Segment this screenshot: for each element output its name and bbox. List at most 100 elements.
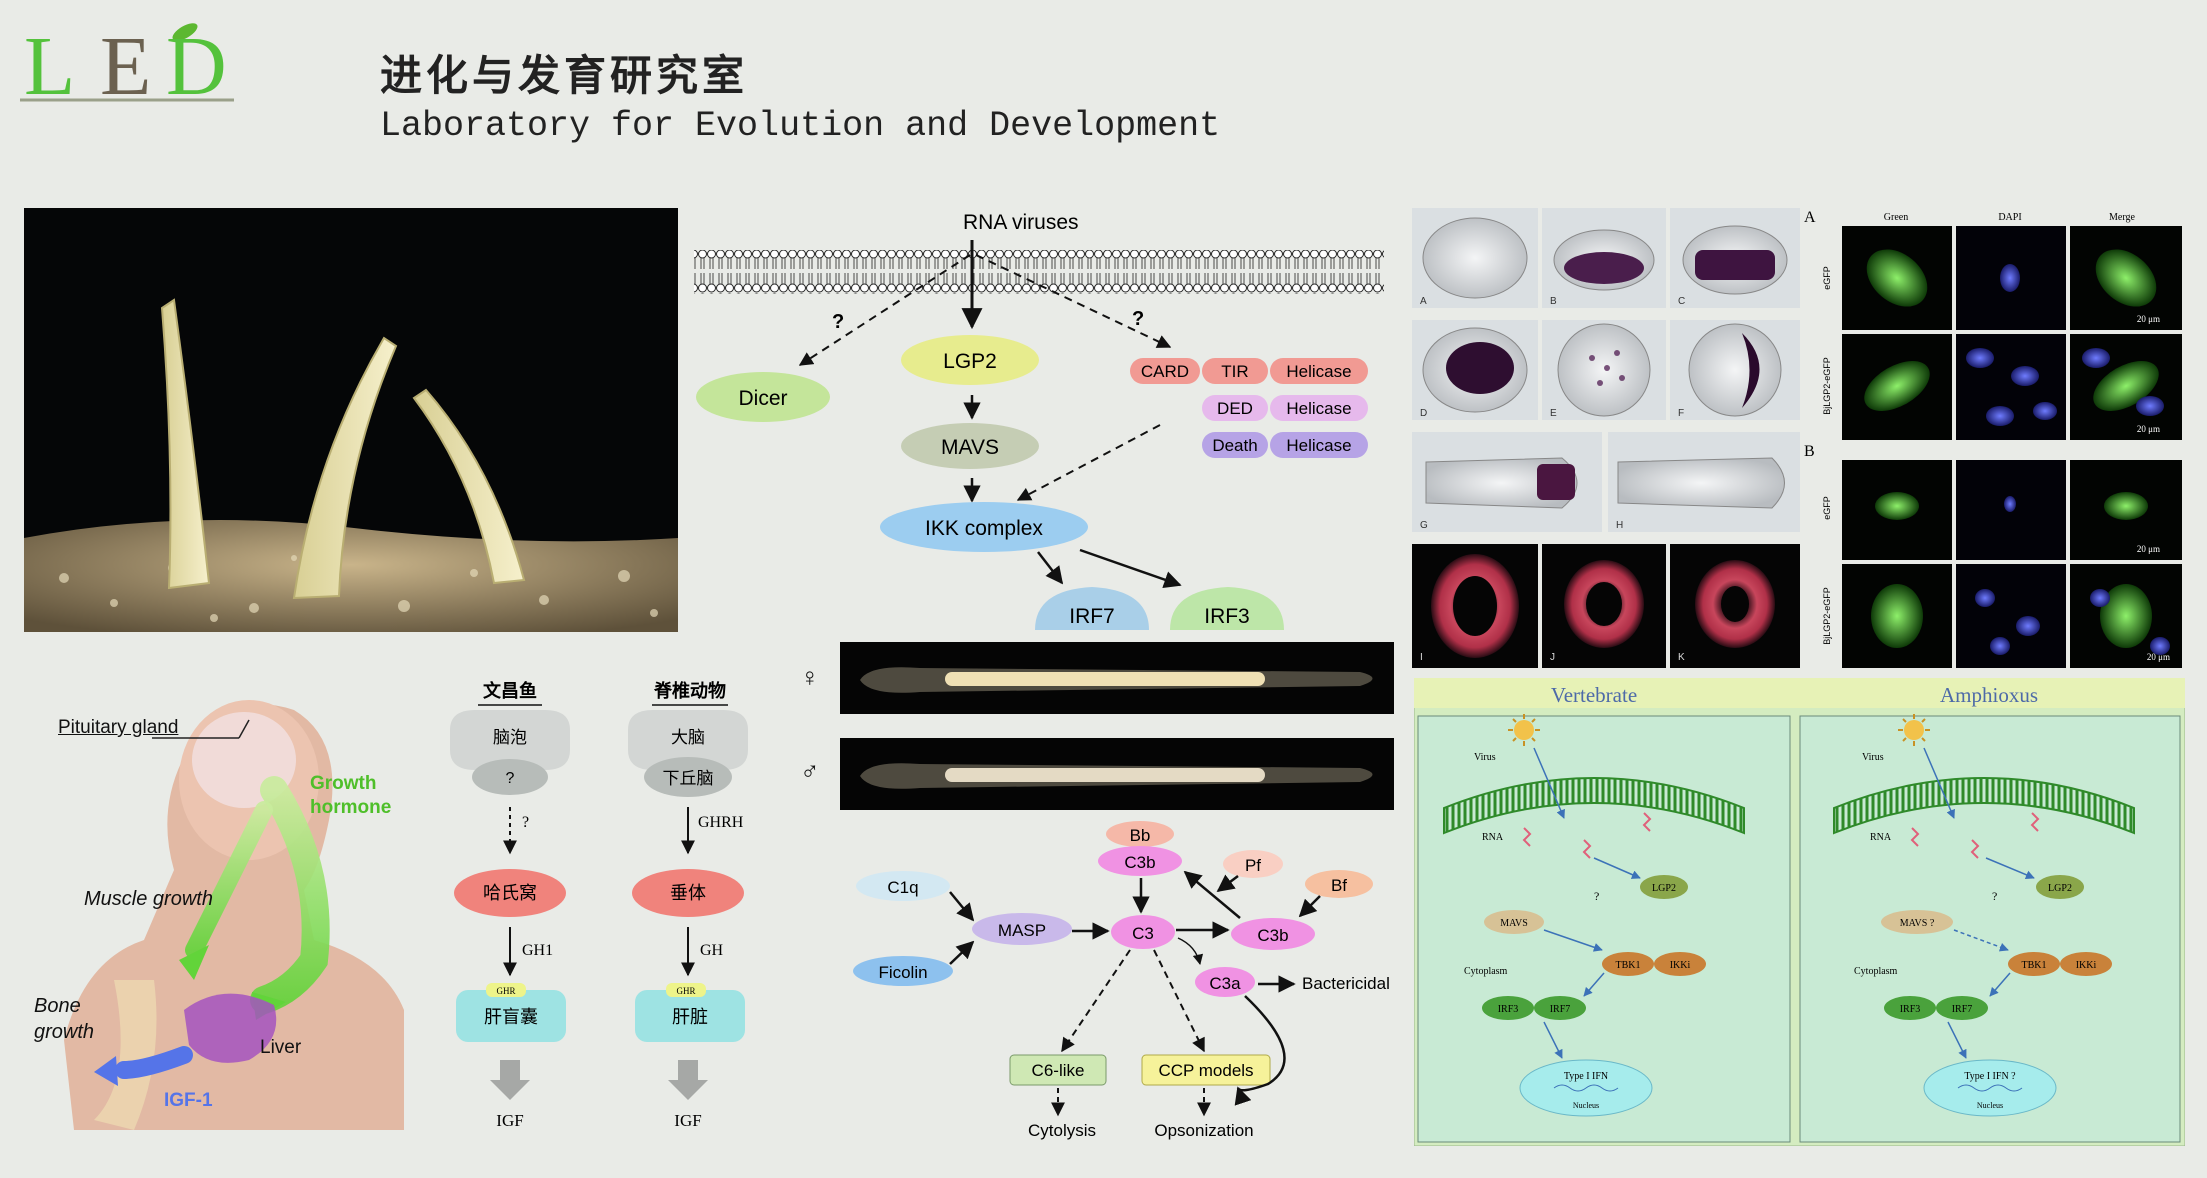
v-tbk1: TBK1 [1616, 960, 1641, 971]
label-bone-growth: Bone growth [34, 993, 94, 1045]
label-liver: Liver [260, 1037, 302, 1058]
c3a-label: C3a [1209, 974, 1241, 993]
panel-label-i: I [1420, 652, 1423, 663]
female-amphioxus-photo [840, 642, 1394, 714]
cell-membrane [694, 250, 1384, 294]
amphioxus-title: Amphioxus [1940, 683, 2038, 707]
virus-icon-vertebrate [1508, 714, 1540, 746]
masp-label: MASP [998, 921, 1046, 940]
title-cn: 进化与发育研究室 [380, 51, 749, 100]
endocrine-illustration [64, 700, 404, 1130]
c3b-right-label: C3b [1257, 926, 1288, 945]
label-bone: Bone [34, 995, 81, 1017]
innate-immunity-comparison: Vertebrate Amphioxus Virus RNA LGP2 ? MA… [1414, 678, 2185, 1146]
tir-domain: TIR [1221, 362, 1248, 381]
v-mavs: MAVS [1500, 918, 1528, 929]
q-mark-right: ? [1132, 308, 1144, 330]
vertebrate-arrow1-label: GHRH [698, 814, 744, 831]
col-green: Green [1884, 212, 1908, 223]
amphioxus-brain: 脑泡 [493, 728, 527, 747]
ikk-complex-node [880, 502, 1088, 552]
vertebrate-brain: 大脑 [671, 728, 705, 747]
ded-domain: DED [1217, 399, 1253, 418]
logo-letter-e: E [100, 20, 151, 110]
amphioxus-arrow1-label: ? [522, 814, 529, 831]
v-virus-label: Virus [1474, 752, 1496, 763]
v-q: ? [1594, 889, 1599, 903]
row-egfp-b: eGFP [1822, 496, 1832, 520]
irf3-label: IRF3 [1204, 605, 1250, 628]
virus-icon-amphioxus [1898, 714, 1930, 746]
label-growth: Growth [310, 773, 377, 794]
vertebrate-gland: 垂体 [670, 883, 706, 903]
label-growth-hormone: Growth hormone [310, 772, 391, 820]
v-lgp2: LGP2 [1652, 883, 1676, 894]
scale-a1: 20 μm [2137, 314, 2160, 324]
a-virus-label: Virus [1862, 752, 1884, 763]
opsonization-label: Opsonization [1154, 1121, 1253, 1140]
panel-label-c: C [1678, 296, 1685, 307]
bf-label: Bf [1331, 876, 1347, 895]
logo-letter-l: L [24, 20, 75, 110]
panel-label-g: G [1420, 520, 1428, 531]
ccp-models-label: CCP models [1158, 1061, 1253, 1080]
vertebrate-output: IGF [674, 1111, 701, 1130]
row-egfp-a: eGFP [1822, 266, 1832, 290]
v-irf3: IRF3 [1498, 1004, 1519, 1015]
col-merge: Merge [2109, 212, 2135, 223]
fluor-label-a: A [1804, 209, 1816, 226]
label-pituitary-gland: Pituitary gland [58, 717, 179, 738]
a-ikki: IKKi [2076, 960, 2097, 971]
a-q: ? [1992, 889, 1997, 903]
amphioxus-organ: 肝盲囊 [484, 1007, 538, 1027]
dicer-node [696, 372, 830, 422]
a-irf3: IRF3 [1900, 1004, 1921, 1015]
q-mark-left: ? [832, 311, 844, 333]
panel-label-f: F [1678, 408, 1684, 419]
led-logo: L E D [20, 20, 234, 110]
bactericidal-label: Bactericidal [1302, 974, 1390, 993]
amphioxus-arrow2-label: GH1 [522, 942, 553, 959]
complement-pathway: Bb C3b Pf Bf C1q MASP Ficolin C3 C3b C3a… [853, 821, 1390, 1140]
helicase-domain-1: Helicase [1286, 362, 1351, 381]
pf-label: Pf [1245, 856, 1261, 875]
amphioxus-subpanel: Virus RNA LGP2 ? MAVS ? Cytoplasm TBK1 I… [1799, 714, 2181, 1143]
panel-label-a: A [1420, 296, 1427, 307]
a-rna-label: RNA [1870, 832, 1892, 843]
amphioxus-brain-sub: ? [506, 770, 515, 787]
panel-label-d: D [1420, 408, 1427, 419]
amphioxus-output: IGF [496, 1111, 523, 1130]
panel-label-b: B [1550, 296, 1557, 307]
vertebrate-arrow2-label: GH [700, 942, 724, 959]
fluorescence-localization-panels: A B Green DAPI Merge eGFP BjLGP2-eGFP eG… [1804, 209, 2182, 668]
amphioxus-gland: 哈氏窝 [483, 883, 537, 903]
cytolysis-label: Cytolysis [1028, 1121, 1096, 1140]
in-situ-hybridization-panels: A B C D E F G H I J K [1412, 208, 1800, 668]
v-ikki: IKKi [1670, 960, 1691, 971]
ikk-complex-label: IKK complex [925, 517, 1043, 540]
leaf-icon [172, 23, 198, 41]
rna-sensing-pathway: RNA viruses ? ? Dicer LGP2 MAVS IKK comp… [694, 211, 1384, 630]
male-symbol: ♂ [800, 756, 820, 786]
v-cytoplasm: Cytoplasm [1464, 966, 1508, 977]
a-ifn: Type I IFN ? [1964, 1071, 2016, 1082]
v-ifn: Type I IFN [1564, 1071, 1608, 1082]
irf7-label: IRF7 [1069, 605, 1115, 628]
irf3-node [1170, 587, 1284, 630]
dicer-label: Dicer [738, 387, 787, 410]
mavs-label: MAVS [941, 436, 999, 459]
panel-label-j: J [1550, 652, 1555, 663]
label-muscle-growth: Muscle growth [84, 888, 213, 910]
label-hormone: hormone [310, 797, 392, 818]
panel-label-e: E [1550, 408, 1557, 419]
scale-b2: 20 μm [2147, 652, 2170, 662]
helicase-domain-3: Helicase [1286, 436, 1351, 455]
death-domain: Death [1212, 436, 1257, 455]
c3-label: C3 [1132, 924, 1154, 943]
vertebrate-title: Vertebrate [1551, 683, 1637, 707]
col-dapi: DAPI [1998, 212, 2021, 223]
vertebrate-organ: 肝脏 [672, 1007, 708, 1027]
row-bjlgp2-b: BjLGP2-eGFP [1822, 587, 1832, 645]
label-growth-2: growth [34, 1021, 95, 1043]
scale-a2: 20 μm [2137, 424, 2160, 434]
